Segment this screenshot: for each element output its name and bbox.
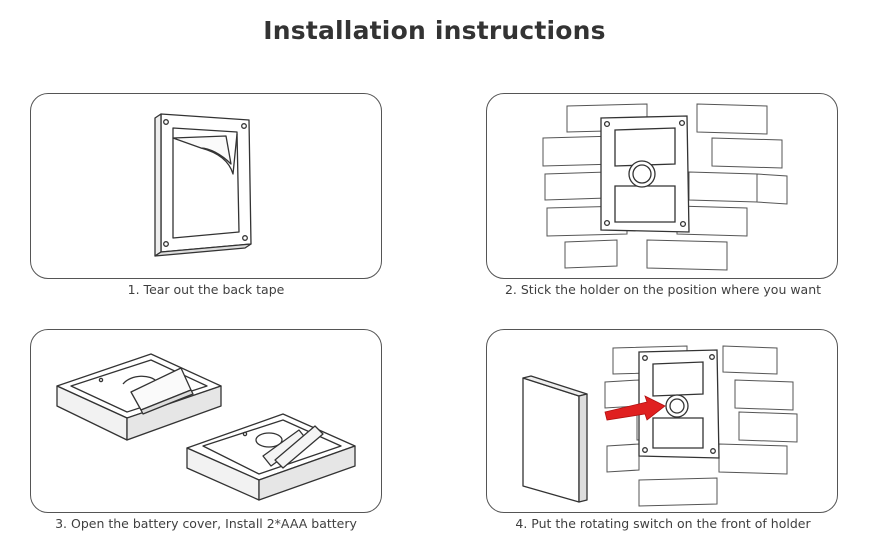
page-title: Installation instructions [263, 16, 606, 45]
step-2-caption: 2. Stick the holder on the position wher… [504, 282, 822, 297]
step-1-caption: 1. Tear out the back tape [127, 282, 285, 297]
brick-wall-holder-illustration [542, 103, 788, 271]
step-1-panel [30, 93, 382, 279]
arrow-icon [604, 395, 666, 421]
step-3-panel [30, 329, 382, 513]
step-4-caption: 4. Put the rotating switch on the front … [515, 516, 811, 531]
step-2-panel [486, 93, 838, 279]
step-4-panel [486, 329, 838, 513]
holder-with-tape-illustration [154, 113, 252, 257]
switch-mount-illustration [522, 345, 798, 507]
battery-cover-illustration [56, 353, 356, 501]
step-3-caption: 3. Open the battery cover, Install 2*AAA… [55, 516, 357, 531]
